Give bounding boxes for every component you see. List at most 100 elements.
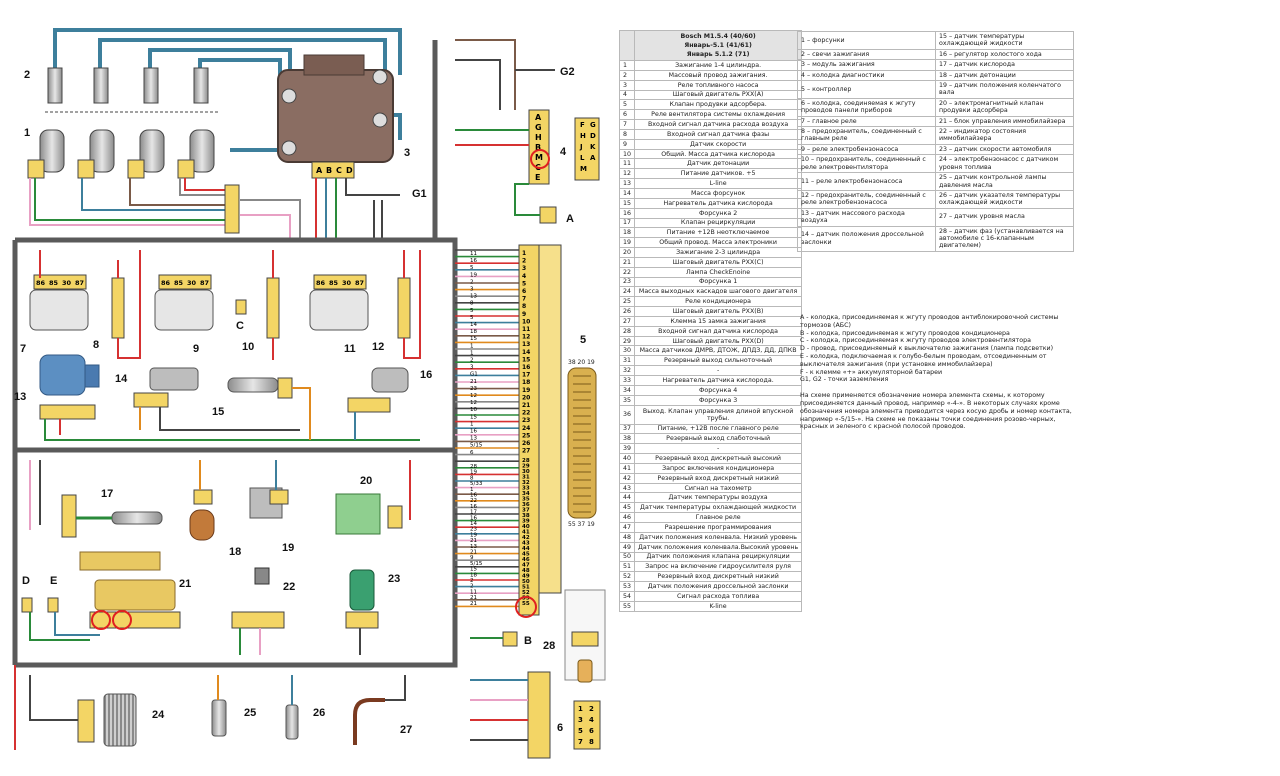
wire-reference-label: 2 bbox=[470, 358, 474, 364]
wire-reference-label: 13 bbox=[470, 436, 477, 442]
wire-reference-label: 13 bbox=[470, 544, 477, 550]
label-1: 1 bbox=[24, 127, 30, 139]
diagnostic-pin: H bbox=[535, 133, 542, 142]
wire-reference-label: 16 bbox=[470, 429, 477, 435]
pin-number: 55 bbox=[618, 600, 636, 612]
ecu-pin-number: 55 bbox=[522, 601, 530, 607]
pin-description: Питание +12В неотключаемое bbox=[634, 227, 803, 239]
ecu-pin-number: 23 bbox=[522, 417, 530, 424]
wire-reference-label: 12 bbox=[470, 400, 477, 406]
label-e: E bbox=[50, 575, 57, 587]
pin-number: 53 bbox=[618, 581, 636, 592]
pin-description: Нагреватель датчика кислорода bbox=[634, 197, 803, 209]
relay-body bbox=[154, 289, 214, 331]
label-5: 5 bbox=[580, 334, 586, 346]
ecu-pin-number: 27 bbox=[522, 448, 530, 455]
wire-reference-label: 23 bbox=[470, 527, 477, 533]
wire-reference-label: 14 bbox=[470, 322, 477, 328]
label-10: 10 bbox=[242, 341, 254, 353]
ecu-pin-number: 49 bbox=[522, 574, 530, 580]
note-d: D - провод, присоединяемый к выключателю… bbox=[800, 345, 1054, 353]
relay-pin: 87 bbox=[75, 279, 84, 287]
wire-reference-label: 5 bbox=[470, 308, 474, 314]
pin-description: Датчик температуры воздуха bbox=[634, 492, 803, 504]
bottom-sensors bbox=[14, 665, 406, 750]
relay-pin: 86 bbox=[36, 279, 46, 287]
relay-pin: 30 bbox=[342, 279, 352, 287]
pin-description: Запрос на включение гидроусилителя руля bbox=[634, 561, 803, 573]
pin-description: Общий. Масса датчика кислорода bbox=[634, 148, 803, 160]
label-11: 11 bbox=[344, 343, 356, 355]
pin-number: 25 bbox=[618, 296, 636, 308]
wire-reference-label: 1 bbox=[470, 350, 474, 356]
wire-reference-label: 1 bbox=[470, 421, 474, 427]
ecu-pin-number: 12 bbox=[522, 334, 530, 341]
ecu-pin-number: 11 bbox=[522, 326, 530, 333]
wire-reference-label: 8 bbox=[470, 475, 474, 481]
label-28: 28 bbox=[543, 640, 555, 652]
pin-description: Датчик положения коленвала. Низкий урове… bbox=[634, 531, 803, 543]
spark-plug-group bbox=[45, 67, 220, 113]
pin-number: 32 bbox=[618, 365, 636, 376]
ecu-pin-number: 20 bbox=[522, 394, 530, 401]
pin-number: 7 bbox=[618, 119, 636, 130]
pin-number: 51 bbox=[618, 561, 636, 573]
pin-number: 54 bbox=[618, 590, 636, 602]
wire-reference-label: 1 bbox=[470, 487, 474, 493]
label-24: 24 bbox=[152, 709, 165, 721]
ecu-pin-number: 36 bbox=[522, 502, 530, 508]
pin-number: 43 bbox=[618, 482, 636, 494]
pin-number: 37 bbox=[618, 423, 636, 435]
wire-reference-label: 15 bbox=[470, 567, 477, 573]
pin-description: Шаговый двигатель РХХ(С) bbox=[634, 256, 803, 268]
ecu-pin-number: 34 bbox=[522, 491, 530, 497]
legend-entry: 17 – датчик кислорода bbox=[935, 59, 1074, 71]
wire-reference-label: 15 bbox=[470, 414, 477, 420]
label-8: 8 bbox=[93, 339, 99, 351]
pin-description: Датчик положения коленвала.Высокий урове… bbox=[634, 541, 803, 553]
legend-entry: 1 – форсунки bbox=[797, 31, 936, 50]
label-23: 23 bbox=[388, 573, 400, 585]
wire-reference-label: 10 bbox=[470, 407, 477, 413]
pin-description: Питание датчиков. +5 bbox=[634, 168, 803, 180]
ecu-pin-number: 33 bbox=[522, 486, 530, 492]
wire-reference-label: 18 bbox=[470, 572, 477, 578]
legend-entry: 26 – датчик указателя температуры охлажд… bbox=[935, 189, 1074, 209]
ecu-pin-number: 44 bbox=[522, 546, 530, 552]
pin-description: - bbox=[634, 365, 803, 376]
pin-number: 29 bbox=[618, 335, 636, 347]
legend-entry: 15 – датчик температуры охлаждающей жидк… bbox=[935, 31, 1074, 50]
pin-number: 19 bbox=[618, 237, 636, 249]
wire-reference-label: 1 bbox=[470, 343, 474, 349]
ecu-pin-number: 9 bbox=[522, 311, 526, 318]
wire-reference-label: 16 bbox=[470, 258, 477, 264]
legend-entry: 28 – датчик фаз (устанавливается на авто… bbox=[935, 225, 1074, 252]
legend-entry: 9 – реле электробензонасоса bbox=[797, 143, 936, 156]
legend-row: 14 – датчик положения дроссельной заслон… bbox=[797, 225, 1074, 252]
legend-entry: 3 – модуль зажигания bbox=[797, 59, 936, 71]
wire-reference-label: 5/33 bbox=[470, 481, 483, 487]
ecu-pin-number: 22 bbox=[522, 410, 530, 417]
pin-table-header: Bosch M1.5.4 (40/60) Январь-5.1 (41/61) … bbox=[618, 30, 803, 61]
pin-description: Сигнал расхода топлива bbox=[634, 590, 803, 602]
pin-number: 39 bbox=[618, 443, 636, 455]
pin-description: Масса выходных каскадов шагового двигате… bbox=[634, 286, 803, 298]
pin-number: 9 bbox=[618, 138, 636, 150]
